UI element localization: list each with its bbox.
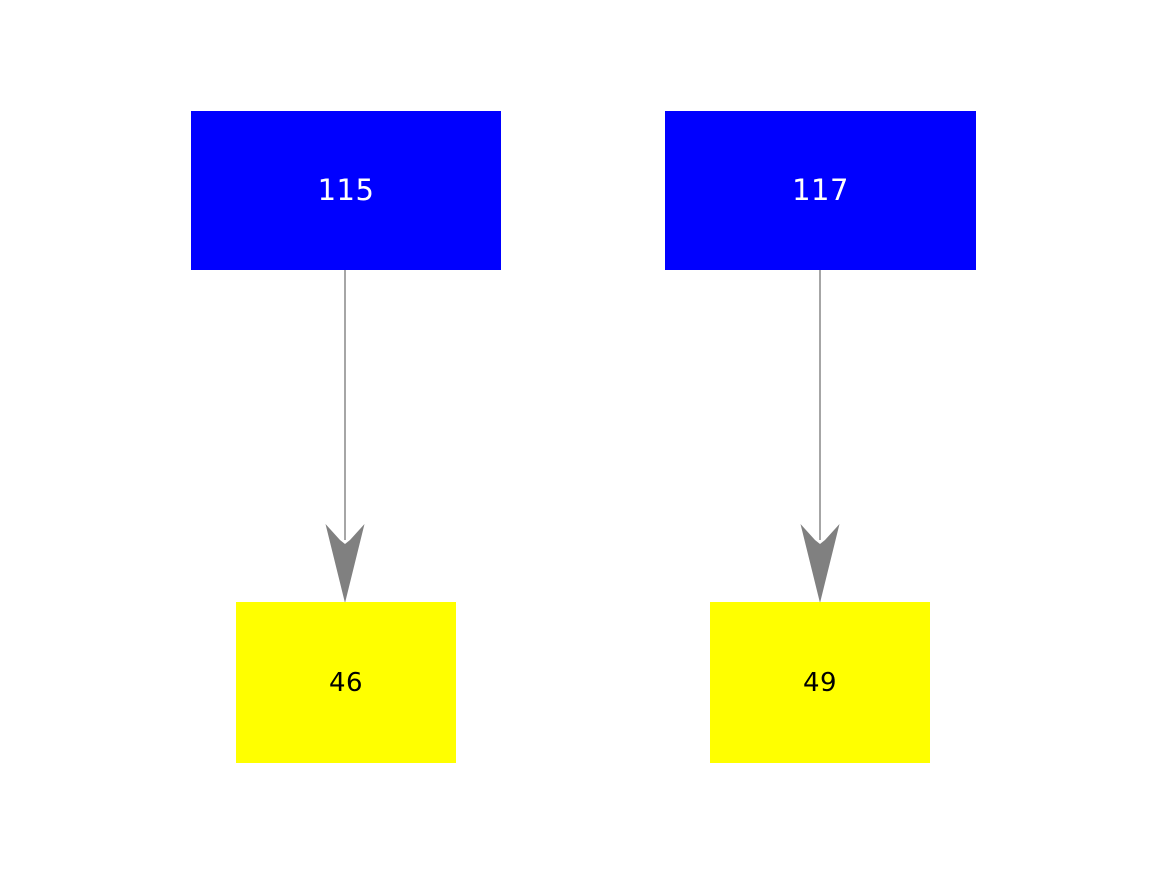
node-label: 117 <box>792 173 849 207</box>
arrowhead-icon <box>800 524 840 603</box>
node-115[interactable]: 115 <box>191 111 501 270</box>
edge-115-46[interactable] <box>325 270 365 603</box>
node-117[interactable]: 117 <box>665 111 976 270</box>
node-46[interactable]: 46 <box>236 602 456 763</box>
arrowhead-icon <box>325 524 365 603</box>
edge-117-49[interactable] <box>800 270 840 603</box>
node-label: 46 <box>328 667 364 698</box>
node-label: 49 <box>802 667 838 698</box>
node-label: 115 <box>317 173 375 207</box>
node-49[interactable]: 49 <box>710 602 930 763</box>
